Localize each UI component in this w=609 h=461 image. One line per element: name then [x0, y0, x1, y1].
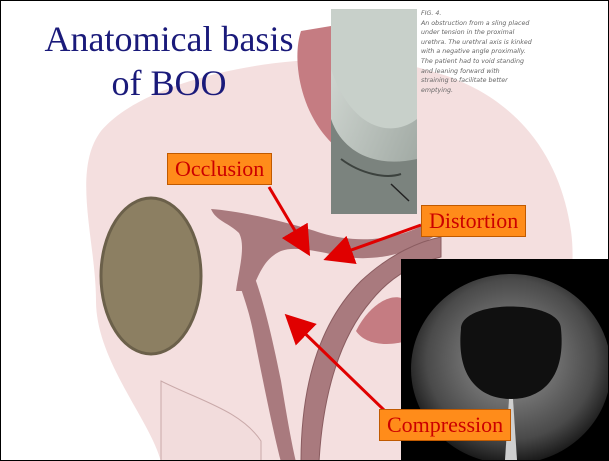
compression-arrow: [289, 318, 385, 411]
distortion-arrow: [329, 225, 421, 258]
label-compression: Compression: [379, 409, 511, 441]
occlusion-arrow: [269, 187, 307, 251]
label-occlusion: Occlusion: [167, 153, 272, 185]
label-distortion: Distortion: [421, 205, 526, 237]
